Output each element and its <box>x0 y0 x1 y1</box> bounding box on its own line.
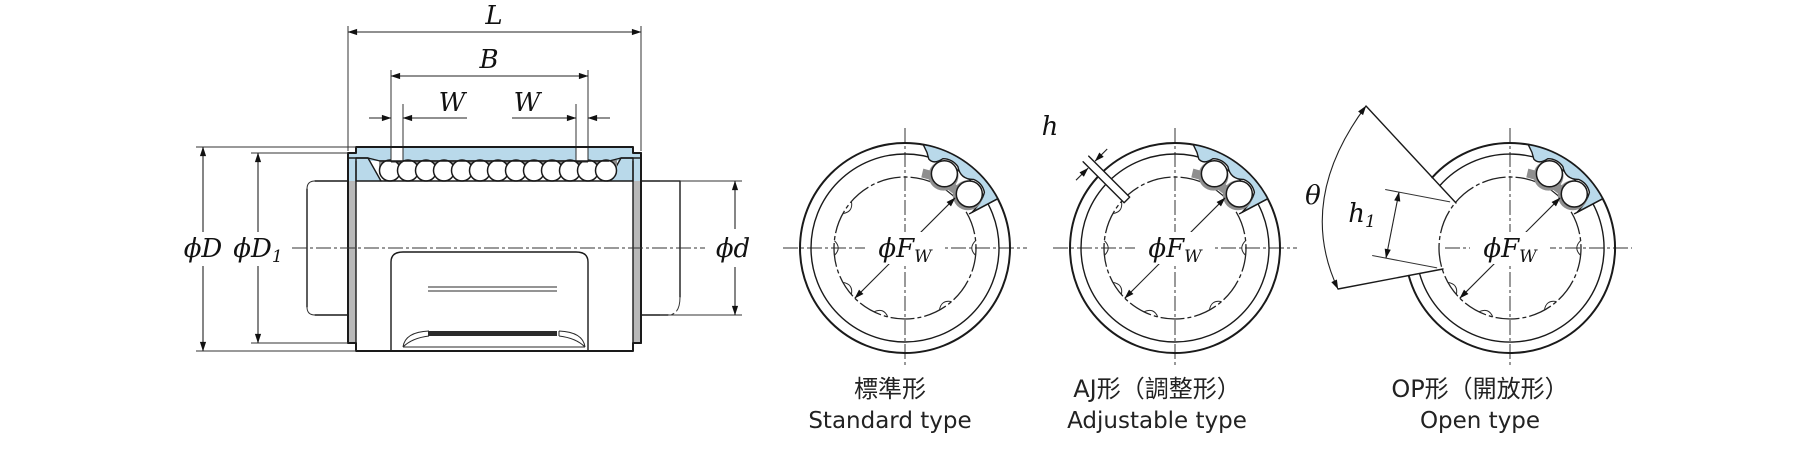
ring-circle <box>1080 153 1270 343</box>
outer-circle <box>799 142 1011 354</box>
dim-label-B: B <box>478 45 498 75</box>
caption-en-standard: Standard type <box>808 408 971 434</box>
outer-arc <box>1407 142 1616 354</box>
dim-label-L: L <box>484 1 502 31</box>
caption-en-adjustable: Adjustable type <box>1067 408 1247 434</box>
dim-h: h <box>1042 112 1108 181</box>
caption-ja-adjustable: AJ形（調整形） <box>1073 375 1241 403</box>
cutaway-section <box>922 145 997 214</box>
dim-label-h1: h1 <box>1348 199 1376 232</box>
dim-theta: θ <box>1305 105 1367 290</box>
cutaway-section <box>1527 145 1602 214</box>
dim-label-phiD1: ϕD1 <box>233 234 282 267</box>
bore-circle <box>833 176 977 320</box>
dim-h1: h1 <box>1348 189 1451 269</box>
dim-phid: ϕd <box>660 180 750 316</box>
standard-type-view <box>783 128 1027 368</box>
caption-en-open: Open type <box>1420 408 1540 434</box>
opening-cut <box>1337 105 1457 290</box>
ring-arc <box>1418 153 1605 343</box>
dim-W-right: W <box>512 88 610 146</box>
dim-L: L <box>347 1 642 151</box>
retainer-lower-section <box>390 251 589 352</box>
dim-phiD1: ϕD1 <box>233 152 348 344</box>
retaining-ring-grooves <box>390 145 589 163</box>
open-type-view: θ h1 <box>1305 105 1632 368</box>
dim-B: B <box>390 45 589 146</box>
dim-label-phiD: ϕD <box>184 234 223 264</box>
caption-ja-standard: 標準形 <box>854 375 926 403</box>
adjustable-type-view: h <box>1042 112 1297 368</box>
section-view: L B W W ϕD <box>184 1 750 352</box>
seal-left <box>355 157 382 182</box>
dim-W-left: W <box>369 88 468 146</box>
bore-circle <box>1438 176 1582 320</box>
dim-label-W-right: W <box>514 88 543 118</box>
bore-circle <box>1103 176 1247 320</box>
captions: 標準形 Standard type AJ形（調整形） Adjustable ty… <box>808 375 1568 434</box>
ball-row <box>378 159 618 182</box>
ring-circle <box>810 153 1000 343</box>
caption-ja-open: OP形（開放形） <box>1391 375 1568 403</box>
adjustment-slit <box>1082 155 1131 204</box>
cutaway-section <box>1192 145 1267 214</box>
dim-label-theta: θ <box>1305 181 1321 211</box>
outer-circle <box>1069 142 1281 354</box>
dim-label-h: h <box>1042 112 1059 142</box>
dim-label-phid: ϕd <box>716 234 750 264</box>
dim-phiD: ϕD <box>184 146 356 352</box>
dim-label-W-left: W <box>439 88 468 118</box>
